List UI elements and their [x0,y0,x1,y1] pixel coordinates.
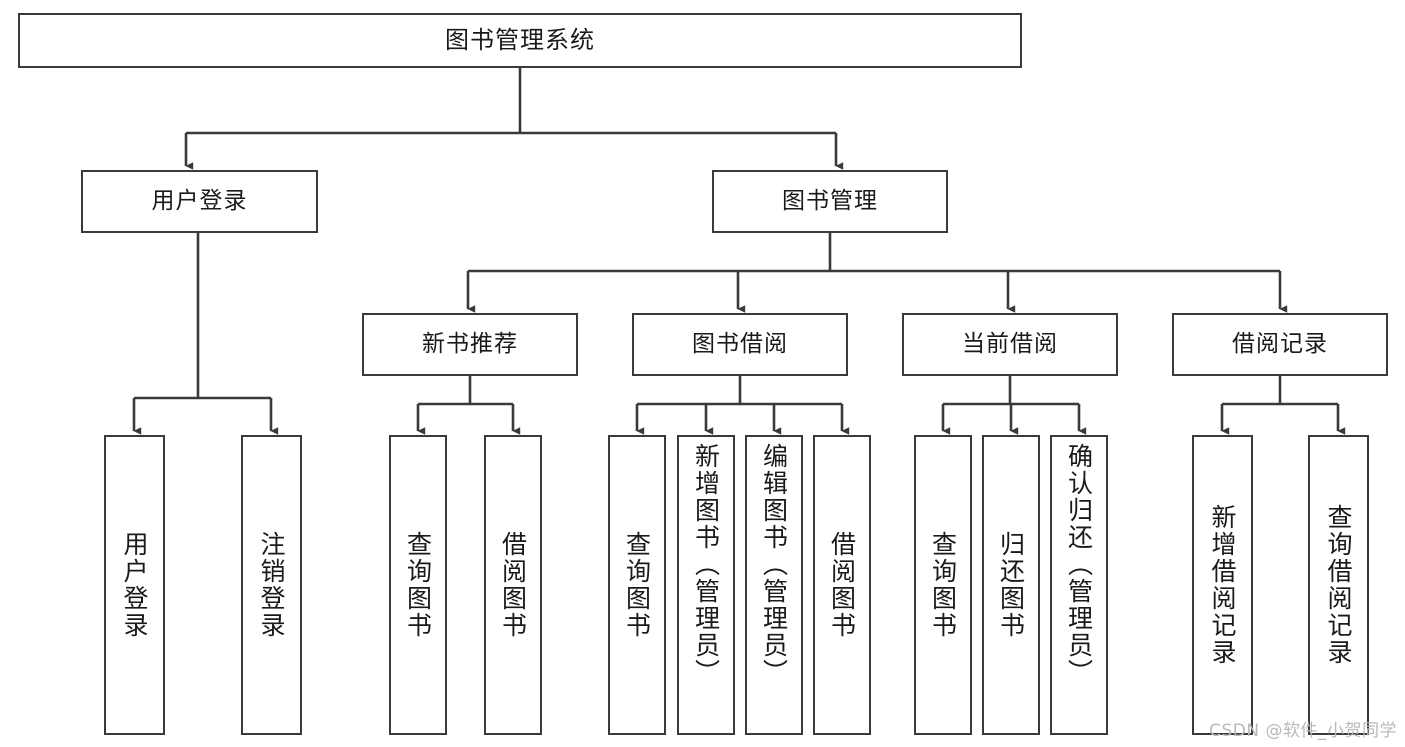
node-label: 查询图书 [403,531,433,639]
node-label: 新增借阅记录 [1208,504,1237,666]
node-label: 借阅记录 [1232,331,1328,358]
node-label: 编辑图书（管理员） [759,443,789,686]
node-book-management[interactable]: 图书管理 [712,170,948,233]
node-borrow-record[interactable]: 借阅记录 [1172,313,1388,376]
node-leaf-query-book-borrow[interactable]: 查询图书 [608,435,666,735]
node-label: 新书推荐 [422,331,518,358]
node-label: 当前借阅 [962,331,1058,358]
csdn-watermark: CSDN @软件_小贺同学 [1209,721,1397,741]
node-label: 图书借阅 [692,331,788,358]
node-label: 用户登录 [151,188,248,215]
node-label: 归还图书 [996,531,1026,639]
node-label: 图书管理系统 [445,25,595,54]
node-label: 借阅图书 [827,531,857,639]
node-leaf-borrow-book[interactable]: 借阅图书 [813,435,871,735]
node-current-borrow[interactable]: 当前借阅 [902,313,1118,376]
node-leaf-logout[interactable]: 注销登录 [241,435,302,735]
node-root-book-management-system[interactable]: 图书管理系统 [18,13,1022,68]
node-user-login[interactable]: 用户登录 [81,170,318,233]
node-leaf-query-book-current[interactable]: 查询图书 [914,435,972,735]
node-label: 查询借阅记录 [1324,504,1353,666]
node-new-book-recommend[interactable]: 新书推荐 [362,313,578,376]
node-label: 借阅图书 [498,531,528,639]
node-label: 图书管理 [782,188,878,215]
node-book-borrow[interactable]: 图书借阅 [632,313,848,376]
node-label: 查询图书 [928,531,958,639]
node-leaf-user-login[interactable]: 用户登录 [104,435,165,735]
node-leaf-add-borrow-record[interactable]: 新增借阅记录 [1192,435,1253,735]
node-label: 查询图书 [622,531,652,639]
node-label: 新增图书（管理员） [691,443,721,686]
node-leaf-confirm-return-admin[interactable]: 确认归还（管理员） [1050,435,1108,735]
node-leaf-add-book-admin[interactable]: 新增图书（管理员） [677,435,735,735]
node-leaf-query-book-recommend[interactable]: 查询图书 [389,435,447,735]
node-leaf-edit-book-admin[interactable]: 编辑图书（管理员） [745,435,803,735]
node-label: 确认归还（管理员） [1064,443,1094,686]
node-label: 用户登录 [120,531,149,639]
node-leaf-query-borrow-record[interactable]: 查询借阅记录 [1308,435,1369,735]
node-leaf-return-book[interactable]: 归还图书 [982,435,1040,735]
node-label: 注销登录 [257,531,286,639]
node-leaf-borrow-book-recommend[interactable]: 借阅图书 [484,435,542,735]
